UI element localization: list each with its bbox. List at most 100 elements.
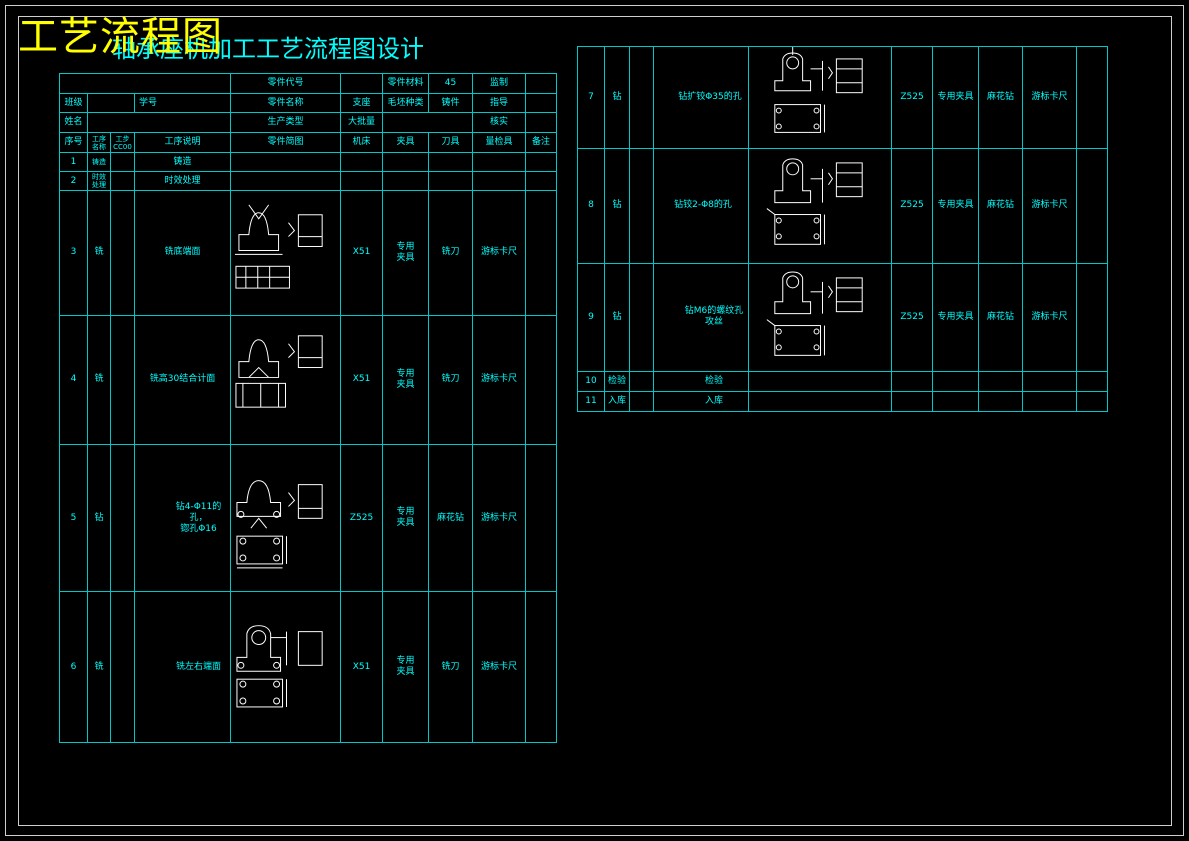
blank-cell [110, 591, 135, 744]
blank-cell [110, 152, 135, 172]
label-supervisor: 监制 [472, 73, 526, 94]
part-sketch [230, 190, 341, 316]
blank-cell [472, 152, 526, 172]
value-guide [525, 93, 557, 113]
blank-cell [340, 152, 383, 172]
table-row: 8 钻 钻铰2-Φ8的孔 Z525 专用夹具 麻花钻 游标卡尺 [577, 148, 1108, 264]
value-part-material: 45 [428, 73, 473, 94]
row-no: 11 [577, 390, 605, 412]
blank-cell [629, 45, 654, 150]
row-desc: 铸造 [134, 152, 231, 172]
part-sketch-drawing [234, 204, 323, 289]
part-sketch-drawing [766, 270, 863, 356]
label-part-material: 零件材料 [382, 73, 429, 94]
blank-cell [525, 591, 557, 744]
row-desc: 入库 [653, 390, 749, 412]
blank-cell [891, 370, 933, 392]
row-desc: 检验 [653, 370, 749, 392]
row-tool: 麻花钻 [428, 443, 473, 593]
row-machine: Z525 [340, 443, 383, 593]
blank-cell [629, 390, 654, 412]
row-machine: X51 [340, 314, 383, 445]
blank-cell [110, 171, 135, 191]
blank-cell [1022, 370, 1077, 392]
value-part-code [340, 73, 383, 94]
part-sketch [230, 314, 341, 445]
label-part-name: 零件名称 [230, 93, 341, 113]
table-row: 1 铸造 铸造 [59, 152, 557, 172]
row-tool: 铣刀 [428, 314, 473, 445]
value-class [87, 93, 135, 113]
blank-cell [748, 370, 892, 392]
row-gauge: 游标卡尺 [472, 591, 526, 744]
row-name: 铣 [87, 314, 111, 445]
col-header: 备注 [525, 132, 557, 153]
part-sketch [748, 45, 892, 150]
blank-cell [59, 73, 231, 94]
blank-cell [978, 370, 1023, 392]
blank-cell [428, 152, 473, 172]
blank-cell [382, 112, 473, 133]
blank-cell [932, 390, 979, 412]
value-name [87, 112, 231, 133]
part-sketch-drawing [774, 47, 863, 133]
value-verify [525, 112, 557, 133]
label-production-type: 生产类型 [230, 112, 341, 133]
blank-cell [525, 190, 557, 316]
row-gauge: 游标卡尺 [472, 190, 526, 316]
blank-cell [1076, 390, 1108, 412]
row-no: 10 [577, 370, 605, 392]
table-row: 7 钻 钻扩铰Φ35的孔 Z525 专用夹具 麻花钻 游标卡尺 [577, 45, 1108, 150]
value-blank-type: 铸件 [428, 93, 473, 113]
blank-cell [932, 370, 979, 392]
label-class: 班级 [59, 93, 88, 113]
drawing-title: 工艺流程图 [18, 14, 223, 60]
row-fixture: 专用 夹具 [382, 443, 429, 593]
value-part-name: 支座 [340, 93, 383, 113]
blank-cell [110, 190, 135, 316]
row-no: 6 [59, 591, 88, 744]
row-no: 3 [59, 190, 88, 316]
row-desc: 钻铰2-Φ8的孔 [653, 148, 749, 264]
row-name: 钻 [604, 262, 630, 372]
row-desc: 时效处理 [134, 171, 231, 191]
part-sketch-drawing [766, 158, 863, 246]
row-gauge: 游标卡尺 [1022, 148, 1077, 264]
row-no: 1 [59, 152, 88, 172]
col-header: 机床 [340, 132, 383, 153]
row-gauge: 游标卡尺 [472, 443, 526, 593]
col-header: 零件简图 [230, 132, 341, 153]
blank-cell [230, 152, 341, 172]
label-blank-type: 毛坯种类 [382, 93, 429, 113]
blank-cell [525, 171, 557, 191]
row-no: 8 [577, 148, 605, 264]
table-row: 3 铣 铣底端面 X51 专用 夹具 铣刀 游标卡尺 [59, 190, 557, 316]
row-tool: 铣刀 [428, 190, 473, 316]
blank-cell [629, 370, 654, 392]
row-desc: 铣底端面 [134, 190, 231, 316]
part-sketch [748, 148, 892, 264]
part-sketch-drawing [236, 479, 323, 569]
blank-cell [525, 314, 557, 445]
row-desc: 铣高30结合计面 [134, 314, 231, 445]
row-gauge: 游标卡尺 [472, 314, 526, 445]
row-desc: 铣左右端面 [134, 591, 231, 744]
table-row: 4 铣 铣高30结合计面 X51 专用 夹具 铣刀 游标卡尺 [59, 314, 557, 445]
col-header: 夹具 [382, 132, 429, 153]
row-name: 钻 [604, 148, 630, 264]
col-header: 量检具 [472, 132, 526, 153]
blank-cell [110, 314, 135, 445]
blank-cell [230, 171, 341, 191]
inner-border [18, 16, 1172, 826]
row-tool: 铣刀 [428, 591, 473, 744]
row-name: 时效 处理 [87, 171, 111, 191]
row-name: 入库 [604, 390, 630, 412]
left-process-table: 零件代号 零件材料 45 监制 班级 学号 零件名称 支座 毛坯种类 铸件 指导… [59, 73, 557, 744]
part-sketch-drawing [236, 625, 323, 708]
row-machine: Z525 [891, 148, 933, 264]
part-sketch-drawing [235, 335, 323, 408]
label-name: 姓名 [59, 112, 88, 133]
blank-cell [1076, 148, 1108, 264]
blank-cell [382, 171, 429, 191]
row-name: 铣 [87, 591, 111, 744]
